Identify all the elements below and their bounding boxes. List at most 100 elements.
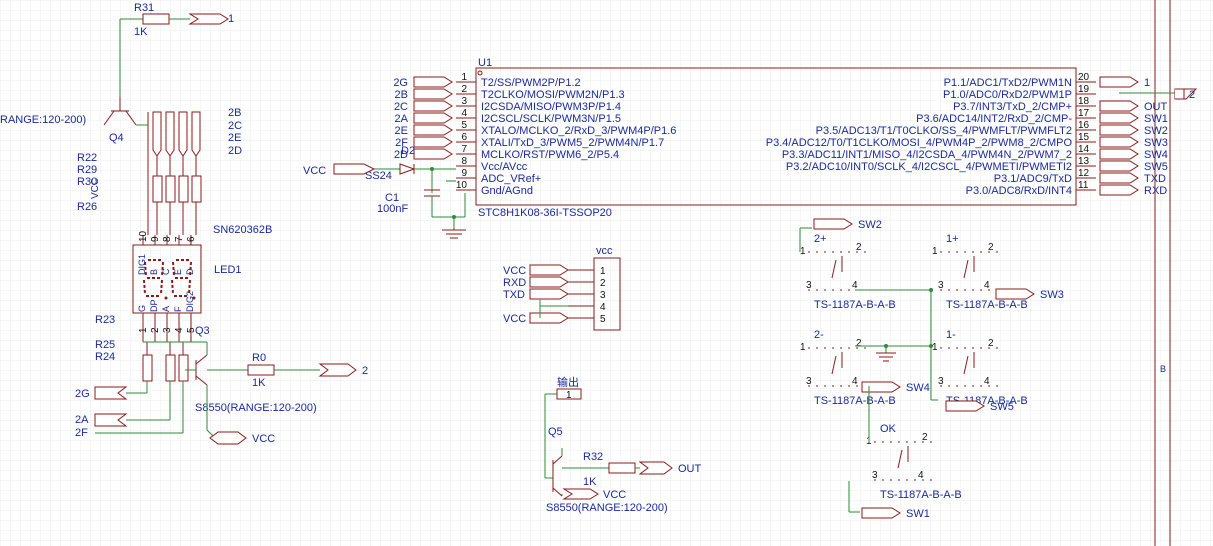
u1-pin-number: 7: [461, 144, 467, 155]
led1-designator: LED1: [214, 264, 242, 276]
q5-in-text: 输出: [557, 375, 579, 389]
digit-resistor: [165, 354, 176, 382]
u1-pin-net: 2F: [395, 137, 408, 149]
led-pin-number: 3: [162, 327, 173, 333]
q5-in-net: 1: [566, 390, 572, 401]
led-pin-label: E: [173, 269, 183, 275]
diode-d2[interactable]: D2 SS24: [365, 145, 432, 182]
r0-value: 1K: [252, 377, 266, 389]
switch-wiring: [799, 227, 938, 513]
switch-net-label: SW1: [861, 507, 930, 520]
digit-driver-section[interactable]: R23 R25 R24 Q3 S8550(RANGE:120-200) VCC …: [75, 314, 368, 445]
resistor-r31[interactable]: R31 1K 1: [120, 2, 234, 38]
led-pin-label: G: [137, 305, 147, 312]
seg-net-2c: 2C: [228, 120, 242, 132]
net-label-vcc-u1: VCC: [303, 163, 376, 177]
svg-text:SW2: SW2: [858, 219, 882, 231]
u1-pin-number: 12: [1078, 168, 1090, 179]
switch-pin: 2: [922, 432, 928, 443]
u1-pin-number: 11: [1078, 180, 1089, 191]
header-pin-number: 1: [600, 266, 606, 277]
switch-label: 2+: [814, 233, 827, 245]
switch-pin: 3: [806, 280, 812, 291]
c1-value: 100nF: [377, 203, 408, 215]
q4-designator: Q4: [109, 132, 124, 144]
led-pin-number: 7: [174, 236, 185, 242]
u1-pin-net: RXD: [1144, 185, 1167, 197]
switch-net-label: SW4: [861, 381, 930, 394]
switch-pin: 3: [938, 376, 944, 387]
r30-label: R30: [77, 176, 97, 188]
u1-pin-net: SW2: [1144, 125, 1168, 137]
u1-body: [475, 67, 1077, 206]
u1-pin-number: 5: [461, 120, 467, 131]
c1-designator: C1: [385, 192, 399, 204]
r31-net: 1: [228, 13, 234, 25]
u1-pin1-dot: [477, 70, 483, 76]
u1-pin-net: TXD: [1144, 173, 1166, 185]
u1-pin-name: T2/SS/PWM2P/P1.2: [481, 77, 581, 89]
u1-pin-net: 2E: [395, 125, 408, 137]
switch-pin: 3: [806, 376, 812, 387]
u1-pin-net: 2G: [393, 77, 408, 89]
switch-label: 1-: [946, 329, 956, 341]
u1-pin-name: T2CLKO/MOSI/PWM2N/P1.3: [481, 89, 625, 101]
seg-net-2d: 2D: [228, 145, 242, 157]
net-2a-bottom: 2A: [75, 414, 89, 426]
seg-net-2b: 2B: [228, 107, 241, 119]
r0-net: 2: [362, 365, 368, 377]
u1-pin-number: 10: [456, 180, 468, 191]
switch-pin: 1: [800, 246, 806, 257]
capacitor-c1[interactable]: C1 100nF: [377, 169, 440, 217]
u1-pin-net: 2B: [395, 89, 408, 101]
u1-pin-name: P3.0/ADC8/RxD/INT4: [966, 185, 1072, 197]
ground-symbol-u1: [442, 228, 466, 239]
switch-label: 2-: [814, 329, 824, 341]
r22-label: R22: [77, 152, 97, 164]
switch-part: TS-1187A-B-A-B: [814, 299, 896, 311]
u1-pin-number: 18: [1078, 96, 1090, 107]
resistor-array-sn620362b[interactable]: SN620362B 2B 2C 2E 2D: [147, 107, 272, 236]
header-pin-net: TXD: [503, 289, 525, 301]
header-title: vcc: [596, 245, 613, 257]
u1-pin-name: P3.4/ADC12/T0/T1CLKO/MOSI_4/PWM4P_2/PWM8…: [766, 137, 1073, 149]
header-pin-number: 4: [600, 302, 606, 313]
u1-pin-number: 8: [461, 156, 467, 167]
header-pin-net: RXD: [503, 277, 526, 289]
output-driver-q5[interactable]: 输出 1 Q5 VCC S8550(RANGE:120-200) R32 1K …: [544, 375, 702, 514]
r26-label: R26: [77, 201, 97, 213]
u1-pin-name: I2CSCL/SCLK/PWM3N/P1.5: [481, 113, 621, 125]
array-resistor: [152, 175, 163, 203]
d2-designator: D2: [401, 145, 415, 157]
header-pin-number: 2: [600, 278, 606, 289]
r31-value: 1K: [134, 26, 148, 38]
seg-net-2e: 2E: [228, 132, 241, 144]
led1-segments: [143, 259, 196, 300]
header-pin-number: 5: [600, 314, 606, 325]
u1-pin-number: 16: [1078, 120, 1090, 131]
r25-label: R25: [95, 339, 115, 351]
diode-triangle-icon: [399, 163, 416, 175]
svg-text:SW4: SW4: [906, 382, 930, 394]
u1-pin-number: 14: [1078, 144, 1090, 155]
switch-pin: 3: [872, 470, 878, 481]
switch-pin: 4: [984, 376, 990, 387]
q3-part: S8550(RANGE:120-200): [195, 402, 317, 414]
array-resistor: [191, 175, 202, 203]
switch-pin: 1: [800, 342, 806, 353]
u1-pin-net: 1: [1144, 77, 1150, 89]
u1-pin-name: P1.0/ADC0/RxD2/PWM1P: [943, 89, 1072, 101]
u1-pin-number: 6: [461, 132, 467, 143]
switch-pin: 2: [988, 242, 994, 253]
